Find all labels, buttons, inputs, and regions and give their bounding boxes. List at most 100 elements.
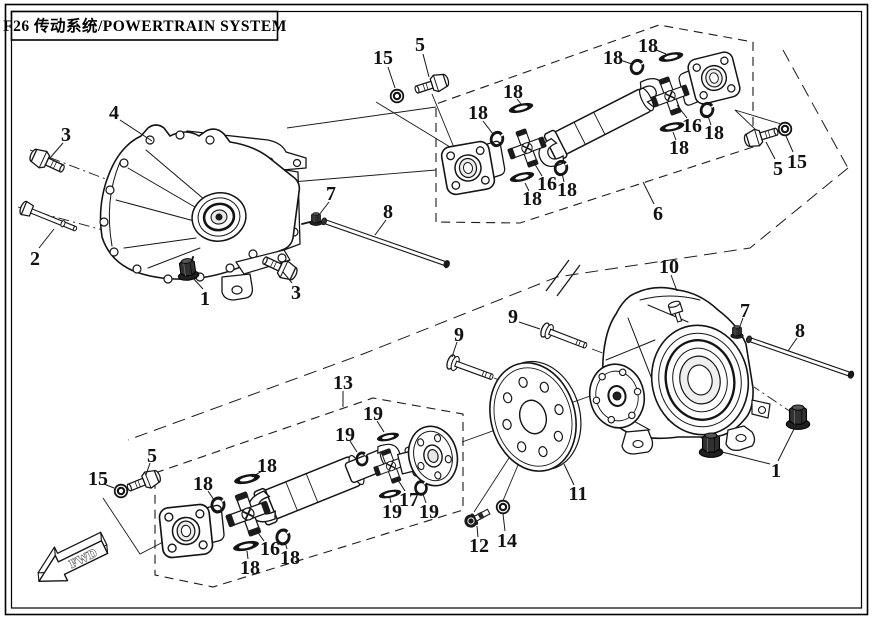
callout-leader	[787, 337, 798, 352]
callout-3: 3	[291, 282, 301, 304]
callout-leader	[376, 420, 385, 433]
callout-8: 8	[795, 320, 805, 342]
rear-differential	[588, 286, 771, 455]
callout-leader	[282, 271, 293, 284]
callout-18: 18	[280, 547, 300, 569]
callout-leader	[532, 160, 543, 177]
callout-19: 19	[335, 424, 355, 446]
nut-7	[730, 325, 744, 339]
callout-leader	[619, 59, 633, 65]
flange-nut-1	[785, 404, 811, 430]
callout-leader	[676, 104, 688, 119]
title-box	[10, 10, 279, 41]
callout-leader	[422, 53, 430, 78]
callout-18: 18	[669, 137, 689, 159]
washer-15	[389, 88, 405, 104]
callout-18: 18	[638, 35, 658, 57]
construction-line	[291, 169, 437, 183]
page-title: F26 传动系统/POWERTRAIN SYSTEM	[3, 16, 287, 35]
callout-leader	[672, 131, 677, 141]
callout-16: 16	[260, 538, 280, 560]
callout-leader	[561, 172, 565, 183]
callout-leader	[422, 493, 427, 504]
callout-leader	[389, 497, 392, 504]
breather-rod-8	[320, 217, 450, 269]
callout-leader	[785, 135, 794, 153]
nut-7	[309, 212, 323, 226]
callout-18: 18	[468, 102, 488, 124]
callout-15: 15	[88, 468, 108, 490]
callout-18: 18	[240, 557, 260, 579]
callout-leader	[145, 462, 151, 476]
breather-rod-8	[745, 335, 855, 379]
callout-7: 7	[326, 183, 336, 205]
construction-line	[782, 49, 849, 169]
callout-leader	[349, 440, 358, 453]
callout-leader	[119, 119, 153, 142]
callout-7: 7	[740, 300, 750, 322]
break-mark	[556, 264, 581, 297]
callout-leader	[670, 274, 678, 292]
callout-leader	[765, 141, 776, 160]
callout-18: 18	[193, 473, 213, 495]
callout-8: 8	[383, 201, 393, 223]
callout-3: 3	[61, 124, 71, 146]
callout-leader	[49, 142, 64, 159]
callout-leader	[502, 513, 506, 532]
callout-18: 18	[503, 81, 523, 103]
callout-18: 18	[603, 47, 623, 69]
callout-18: 18	[257, 455, 277, 477]
callout-16: 16	[682, 115, 702, 137]
front-propshaft-tube	[543, 87, 655, 162]
callout-leader	[717, 450, 771, 465]
callout-leader	[191, 276, 204, 290]
callout-5: 5	[415, 34, 425, 56]
front-differential	[99, 124, 311, 301]
front-propshaft-detail-box	[435, 24, 754, 224]
callout-17: 17	[399, 489, 419, 511]
callout-19: 19	[419, 501, 439, 523]
construction-line	[286, 106, 437, 129]
callout-12: 12	[469, 535, 489, 557]
construction-line	[431, 93, 456, 151]
construction-line	[753, 386, 795, 415]
callout-leader	[482, 120, 494, 135]
callout-19: 19	[382, 501, 402, 523]
callout-4: 4	[109, 102, 119, 124]
washer-14	[495, 499, 511, 515]
callout-leader	[518, 321, 541, 330]
callout-6: 6	[653, 203, 663, 225]
callout-1: 1	[771, 460, 781, 482]
callout-leader	[246, 550, 249, 560]
callout-leader	[318, 201, 330, 216]
rear-propshaft-detail-box	[154, 397, 464, 588]
callout-leader	[563, 463, 575, 486]
callout-leader	[707, 115, 712, 126]
callout-leader	[516, 98, 522, 105]
callout-leader	[476, 525, 479, 538]
outer-border	[4, 3, 869, 616]
front-propshaft-assembly	[389, 49, 793, 197]
callout-leader	[738, 317, 744, 330]
callout-11: 11	[569, 483, 588, 505]
construction-line	[375, 101, 456, 151]
fasteners	[19, 145, 855, 531]
rear-propshaft-assembly	[113, 425, 459, 560]
callout-1: 1	[200, 288, 210, 310]
inner-border	[10, 10, 863, 609]
break-mark	[545, 259, 570, 292]
callout-leader	[524, 182, 530, 192]
callout-10: 10	[659, 256, 679, 278]
callout-15: 15	[373, 47, 393, 69]
callout-leader	[387, 66, 396, 89]
bolt-2	[19, 200, 78, 232]
construction-line	[734, 109, 758, 132]
callout-2: 2	[30, 248, 40, 270]
callout-16: 16	[537, 173, 557, 195]
construction-line	[734, 109, 782, 125]
rear-shaft-hub-flange	[396, 425, 459, 487]
callout-18: 18	[704, 122, 724, 144]
callout-leader	[255, 529, 265, 542]
